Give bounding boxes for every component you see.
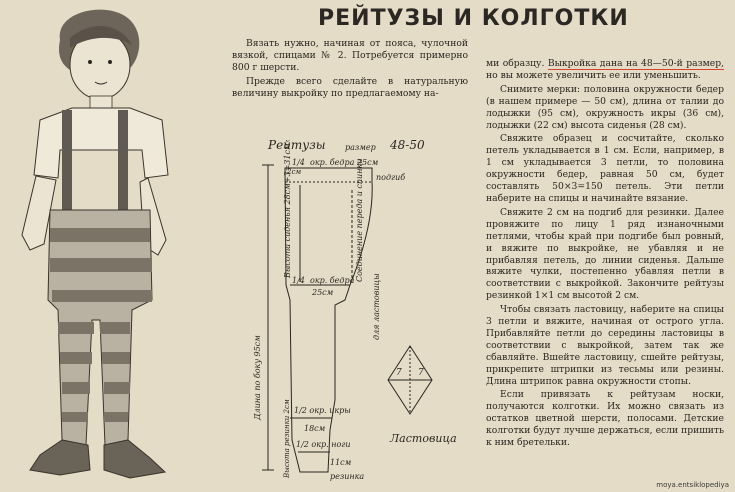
knitting-paragraph: Свяжите 2 см на подгиб для резинки. Дале… [486, 206, 724, 302]
hip-measure-label: окр. бедра 25см [310, 158, 379, 167]
child-illustration [21, 9, 169, 479]
size-paragraph: ми образцу. Выкройка дана на 48—50-й раз… [486, 58, 724, 82]
measurements-paragraph: Снимите мерки: половина окружности бедер… [486, 83, 724, 131]
watermark: moya.entsiklopediya [656, 481, 729, 489]
gusset-number-left: 7 [396, 368, 402, 378]
gusset-paragraph: Чтобы связать ластовицу, наберите на спи… [486, 304, 724, 387]
intro-paragraph: Прежде всего сделайте в натуральную вели… [232, 75, 468, 99]
size-text-tail: но вы можете увеличить ее или уменьшить. [486, 69, 701, 81]
waist-fold-label: подгиб [376, 173, 406, 182]
pattern-title: Рейтузы [268, 138, 326, 152]
gauge-paragraph: Свяжите образец и сосчитайте, сколько пе… [486, 133, 724, 204]
tights-paragraph: Если привязать к рейтузам носки, получаю… [486, 389, 724, 449]
size-text-lead: ми образцу. [486, 58, 548, 69]
pattern-size-value: 48-50 [390, 138, 425, 152]
hem-height-label: 2см [287, 168, 302, 176]
mid-fraction-label: 1/4 [292, 276, 305, 285]
calf-fraction-label: 1/2 окр. икры [294, 406, 351, 415]
cuff-height-label: Высота резинки 2см [283, 399, 291, 478]
ankle-cm-label: 11см [330, 458, 352, 467]
intro-paragraph: Вязать нужно, начиная от пояса, чулочной… [232, 38, 468, 73]
seat-height-label: Высота сиденья 28см+3=31см [283, 143, 292, 278]
size-highlight: Выкройка дана на 48—50-й размер, [547, 58, 724, 70]
ankle-fraction-label: 1/2 окр. ноги [296, 440, 351, 449]
gusset-number-right: 7 [418, 368, 424, 378]
intro-column: Вязать нужно, начиная от пояса, чулочной… [232, 38, 468, 100]
side-length-label: Длина по боку 95см [253, 335, 262, 420]
instructions-column: ми образцу. Выкройка дана на 48—50-й раз… [486, 58, 724, 449]
mid-hip-cm-label: 25см [312, 288, 334, 297]
calf-cm-label: 18см [304, 424, 326, 433]
gusset-caption: Ластовица [390, 432, 457, 445]
pattern-size-label: размер [345, 143, 376, 152]
top-fraction-label: 1/4 [292, 158, 305, 167]
for-gusset-label: для ластовицы [372, 273, 381, 340]
page-title: РЕЙТУЗЫ И КОЛГОТКИ [318, 6, 629, 31]
seam-note-label: Соединение переда и спинки [355, 158, 364, 282]
cuff-label: резинка [330, 472, 365, 481]
mid-hip-label: окр. бедра [310, 276, 355, 285]
